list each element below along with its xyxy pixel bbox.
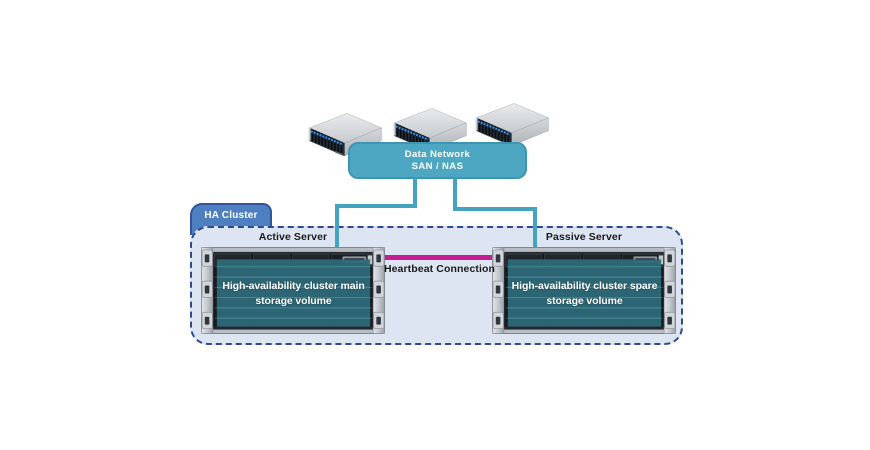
rack-server-icon — [476, 103, 549, 146]
ha-cluster-tab-label: HA Cluster — [204, 210, 258, 221]
network-link-left-v1 — [413, 178, 417, 208]
network-link-right-v1 — [453, 178, 457, 211]
data-network-label: Data Network — [404, 148, 471, 160]
passive-server-label: Passive Server — [545, 231, 623, 243]
data-network-box: Data Network SAN / NAS — [348, 142, 527, 179]
passive-volume-text: High-availability cluster spare storage … — [508, 279, 661, 309]
network-link-left-h — [335, 204, 417, 208]
passive-volume-line2: storage volume — [546, 295, 623, 307]
network-link-left-v2 — [335, 204, 339, 250]
san-nas-label: SAN / NAS — [411, 160, 464, 172]
active-volume-line2: storage volume — [255, 295, 332, 307]
network-link-right-v2 — [533, 207, 537, 250]
heartbeat-label: Heartbeat Connection — [383, 263, 496, 275]
heartbeat-line — [385, 255, 492, 260]
network-link-right-h — [453, 207, 537, 211]
active-volume-line1: High-availability cluster main — [222, 280, 365, 292]
active-volume-text: High-availability cluster main storage v… — [217, 279, 370, 309]
passive-volume-line1: High-availability cluster spare — [511, 280, 658, 292]
active-server-label: Active Server — [258, 231, 328, 243]
